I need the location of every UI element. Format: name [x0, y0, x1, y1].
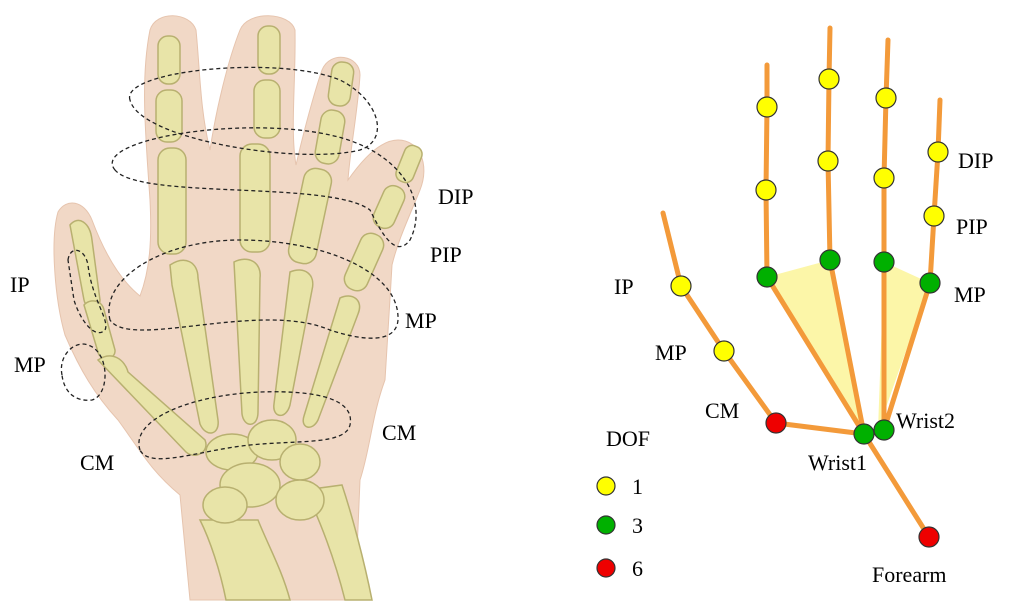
- joint-middle-dip: [819, 69, 839, 89]
- right-label-forearm: Forearm: [872, 562, 947, 587]
- kinematic-diagram: DIP PIP MP IP MP CM Wrist1 Wrist2 Forear…: [597, 28, 993, 587]
- joint-index-mp: [757, 267, 777, 287]
- joint-wrist2: [874, 420, 894, 440]
- left-label-mp-thumb: MP: [14, 352, 46, 377]
- joint-wrist1: [854, 424, 874, 444]
- right-label-wrist2: Wrist2: [896, 408, 955, 433]
- joint-middle-mp: [820, 250, 840, 270]
- joint-thumb-mp: [714, 341, 734, 361]
- joint-ring-pip: [874, 168, 894, 188]
- right-label-mp-thumb: MP: [655, 340, 687, 365]
- legend-swatch-3: [597, 516, 615, 534]
- joint-thumb-ip: [671, 276, 691, 296]
- dof-legend: DOF 1 3 6: [597, 426, 650, 581]
- right-label-mp: MP: [954, 282, 986, 307]
- legend-swatch-1: [597, 477, 615, 495]
- joint-index-pip: [756, 180, 776, 200]
- right-label-dip: DIP: [958, 148, 993, 173]
- joint-ring-dip: [876, 88, 896, 108]
- right-label-cm: CM: [705, 398, 739, 423]
- right-label-pip: PIP: [956, 214, 988, 239]
- legend-swatch-6: [597, 559, 615, 577]
- joint-index-dip: [757, 97, 777, 117]
- joint-little-pip: [924, 206, 944, 226]
- legend-label-6: 6: [632, 556, 643, 581]
- legend-title: DOF: [606, 426, 650, 451]
- left-label-cm-pinky: CM: [382, 420, 416, 445]
- legend-label-1: 1: [632, 474, 643, 499]
- legend-label-3: 3: [632, 513, 643, 538]
- left-label-ip: IP: [10, 272, 30, 297]
- left-label-mp-fingers: MP: [405, 308, 437, 333]
- joint-middle-pip: [818, 151, 838, 171]
- joint-forearm: [919, 527, 939, 547]
- joint-thumb-cm: [766, 413, 786, 433]
- right-label-wrist1: Wrist1: [808, 450, 867, 475]
- left-label-cm-thumb: CM: [80, 450, 114, 475]
- joint-ring-mp: [874, 252, 894, 272]
- hand-illustration: DIP PIP IP MP MP CM CM: [10, 16, 473, 600]
- joint-little-mp: [920, 273, 940, 293]
- left-label-pip: PIP: [430, 242, 462, 267]
- left-label-dip: DIP: [438, 184, 473, 209]
- joint-little-dip: [928, 142, 948, 162]
- right-label-ip: IP: [614, 274, 634, 299]
